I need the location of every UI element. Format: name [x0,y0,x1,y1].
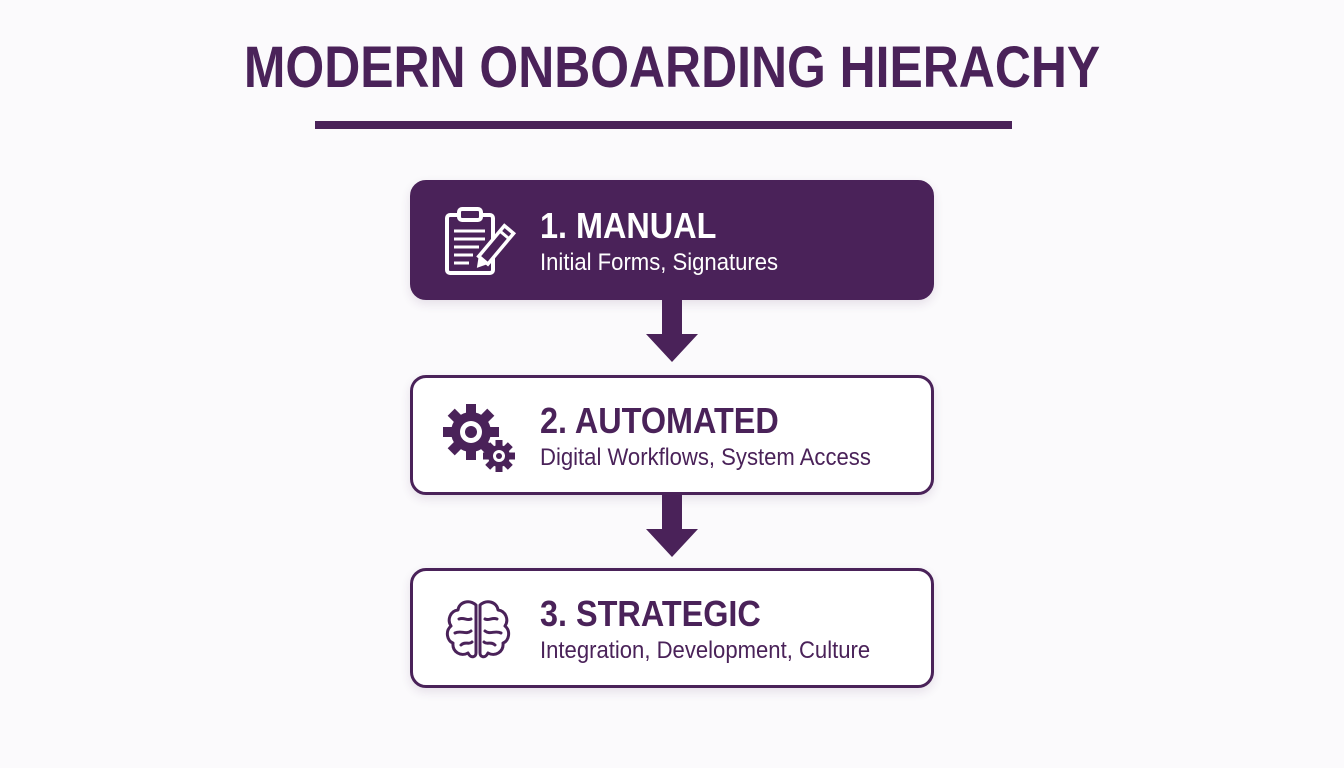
step-manual: 1. MANUAL Initial Forms, Signatures [410,180,934,300]
brain-icon [439,593,517,669]
step-description: Digital Workflows, System Access [540,444,871,471]
step-heading: 1. MANUAL [540,205,717,246]
step-description: Integration, Development, Culture [540,637,871,664]
title-underline [315,121,1012,129]
step-heading: 3. STRATEGIC [540,593,761,634]
step-strategic: 3. STRATEGIC Integration, Development, C… [410,568,934,688]
clipboard-pencil-icon [439,205,517,281]
step-description: Initial Forms, Signatures [540,249,779,276]
gears-icon [439,400,517,476]
step-heading: 2. AUTOMATED [540,400,779,441]
step-automated: 2. AUTOMATED Digital Workflows, System A… [410,375,934,495]
down-arrow-icon [644,298,700,362]
down-arrow-icon [644,493,700,557]
diagram-title: MODERN ONBOARDING HIERACHY [243,35,1101,100]
